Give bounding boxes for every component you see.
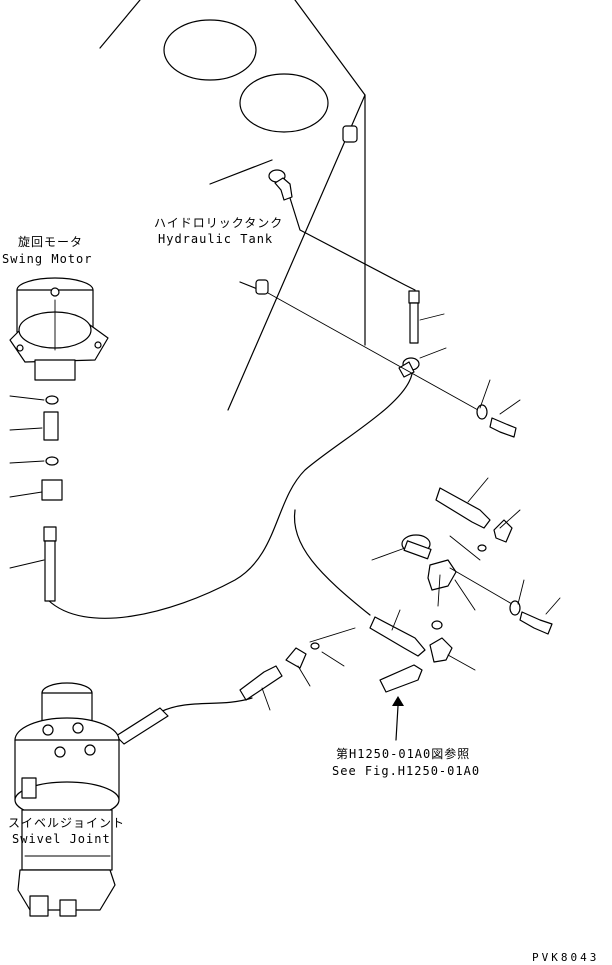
tank-drain-plug — [255, 279, 269, 295]
swivel-joint — [14, 682, 120, 917]
label-swivel-joint-en: Swivel Joint — [12, 832, 111, 846]
label-swing-motor-en: Swing Motor — [2, 252, 92, 266]
elbow-lower — [429, 620, 476, 671]
upper-hose — [408, 290, 445, 344]
reference-hose — [379, 664, 423, 741]
connector-middle — [493, 509, 521, 543]
hydraulic-tank — [99, 0, 366, 411]
tank-elbow-fitting — [268, 169, 293, 201]
tank-cover-left — [163, 19, 257, 81]
label-see-fig-en: See Fig.H1250-01A0 — [332, 764, 480, 778]
tank-cover-right — [239, 73, 329, 133]
lower-hose-right — [369, 609, 426, 657]
lower-hose-left — [115, 665, 283, 745]
tank-port-plug — [342, 125, 358, 143]
middle-hose — [435, 477, 491, 529]
label-hydraulic-tank-en: Hydraulic Tank — [158, 232, 273, 246]
motor-fittings — [9, 395, 63, 602]
label-see-fig-jp: 第H1250-01A0図参照 — [336, 746, 470, 761]
bolt-washer-lower — [509, 579, 561, 635]
label-swivel-joint-jp: スイベルジョイント — [8, 816, 125, 830]
hose-clamp — [398, 347, 447, 378]
center-adapter — [285, 627, 356, 687]
drawing-code: PVK8043 — [532, 951, 599, 964]
swing-motor — [9, 277, 109, 381]
label-swing-motor-jp: 旋回モータ — [18, 235, 83, 249]
tee-block — [371, 534, 513, 611]
label-hydraulic-tank-jp: ハイドロリックタンク — [154, 216, 283, 230]
bolt-washer-upper — [476, 379, 521, 438]
